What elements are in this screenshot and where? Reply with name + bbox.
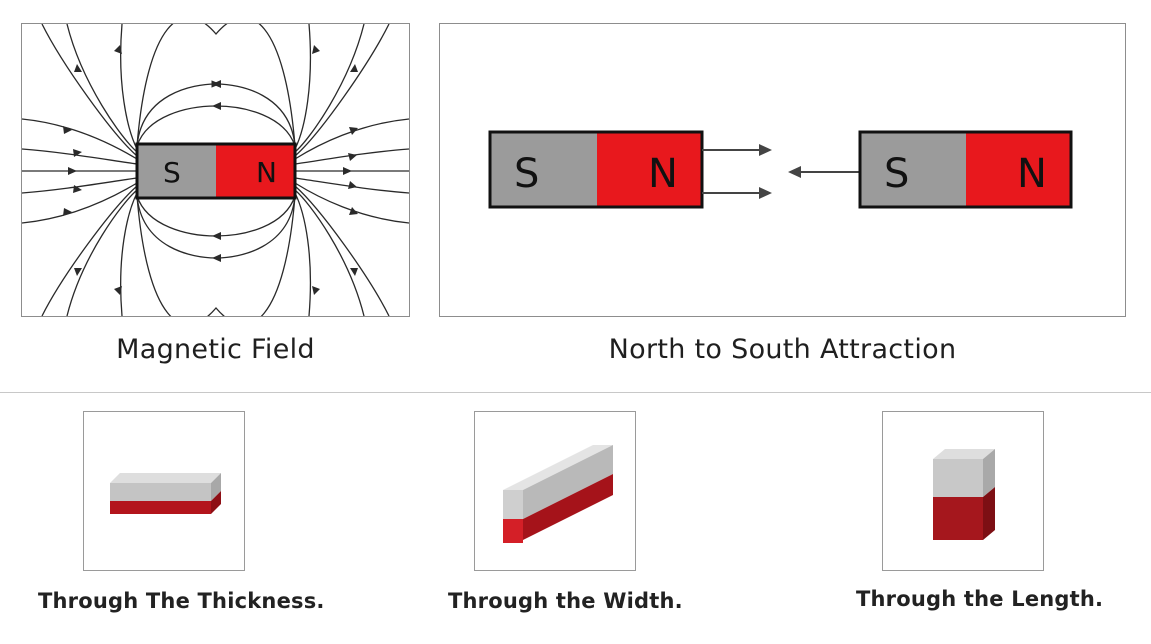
length-label: Through the Length. — [856, 587, 1104, 611]
attraction-caption: North to South Attraction — [608, 334, 957, 365]
right-magnet: S N — [858, 130, 1073, 209]
bar-magnet: S N — [135, 142, 297, 200]
right-south-label: S — [884, 151, 909, 197]
arrow-right-icon — [759, 144, 772, 156]
block-front-gray — [933, 459, 983, 497]
block-front-red — [933, 497, 983, 540]
magnet-north-pole — [216, 144, 295, 198]
left-magnet: S N — [488, 130, 704, 209]
attraction-arrowheads — [759, 144, 801, 199]
block-top-face — [933, 449, 995, 459]
right-magnet-south — [860, 132, 966, 207]
arrow-right-icon — [759, 187, 772, 199]
length-magnet-figure — [882, 411, 1044, 571]
field-arrows — [63, 45, 358, 295]
south-label: S — [163, 156, 181, 189]
width-label: Through the Width. — [448, 589, 683, 613]
width-magnet-figure — [474, 411, 636, 571]
left-south-label: S — [514, 151, 539, 197]
attraction-diagram: S N S N — [439, 23, 1126, 317]
left-magnet-south — [490, 132, 597, 207]
block-front-red — [503, 519, 523, 543]
block-top-face — [503, 445, 613, 490]
magnetic-field-diagram: S N — [21, 23, 410, 317]
block-front-gray — [110, 483, 211, 501]
right-magnet-north — [966, 132, 1071, 207]
north-label: N — [256, 156, 277, 189]
section-divider — [0, 392, 1151, 393]
left-magnet-north — [597, 132, 702, 207]
attraction-svg: S N S N — [488, 130, 1073, 209]
block-front-gray — [503, 490, 523, 519]
magnetic-field-svg: S N — [22, 24, 409, 316]
thickness-magnet-figure — [83, 411, 245, 571]
block-front-red — [110, 501, 211, 514]
arrow-left-icon — [788, 166, 801, 178]
right-north-label: N — [1017, 151, 1047, 197]
magnet-south-pole — [137, 144, 216, 198]
magnetic-field-caption: Magnetic Field — [116, 334, 315, 365]
thickness-label: Through The Thickness. — [38, 589, 325, 613]
block-top-face — [110, 473, 221, 483]
left-north-label: N — [648, 151, 678, 197]
attraction-arrows — [702, 149, 860, 194]
